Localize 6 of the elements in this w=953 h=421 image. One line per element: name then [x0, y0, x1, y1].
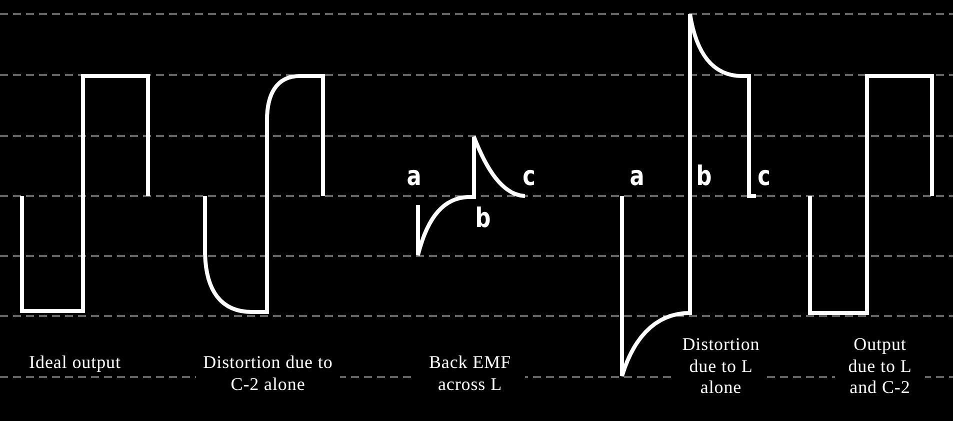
point-letter: c	[522, 163, 536, 190]
point-letter: c	[756, 163, 772, 190]
point-letter: a	[629, 163, 645, 190]
point-letter: b	[475, 205, 491, 232]
point-letter: b	[696, 163, 712, 190]
point-letter: a	[406, 163, 422, 190]
